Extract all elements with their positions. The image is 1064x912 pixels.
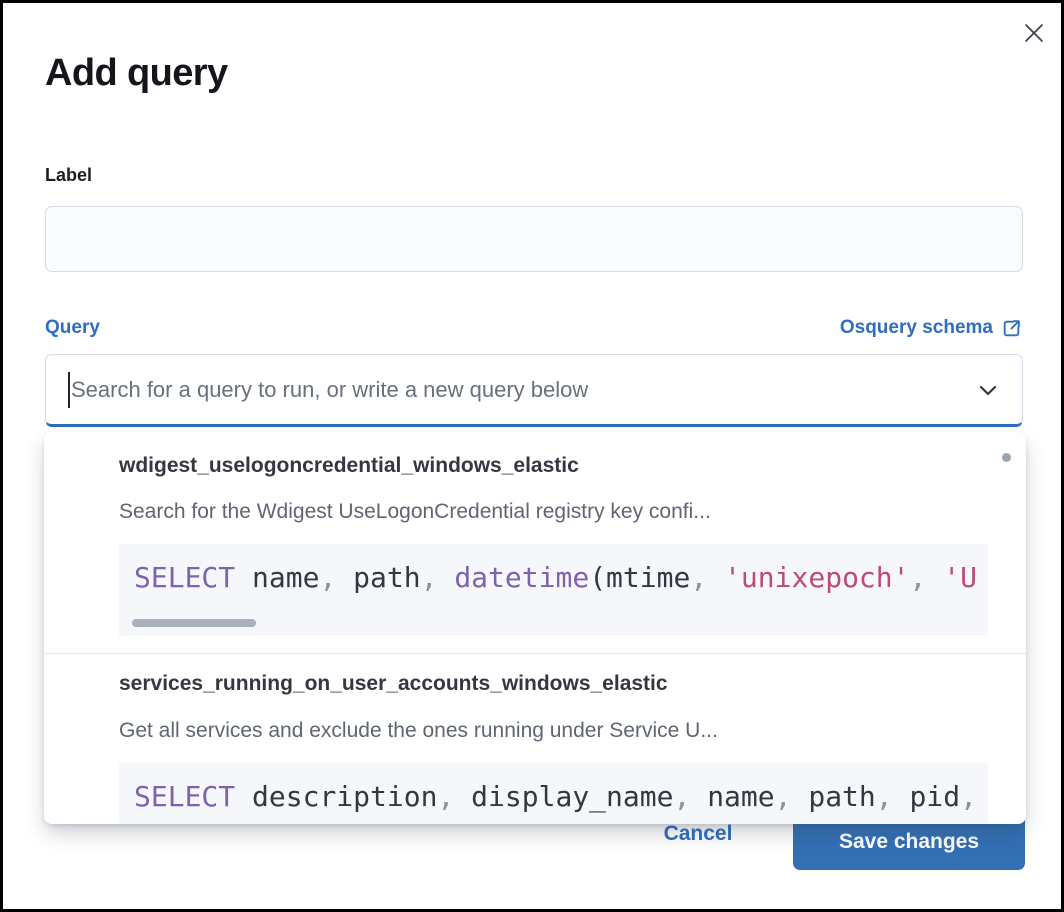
sql-preview-block: SELECT description, display_name, name, … bbox=[119, 763, 988, 824]
label-input[interactable] bbox=[45, 206, 1023, 272]
sql-code: SELECT description, display_name, name, … bbox=[134, 780, 977, 813]
query-option-services[interactable]: services_running_on_user_accounts_window… bbox=[44, 654, 1026, 824]
cancel-button[interactable]: Cancel bbox=[648, 822, 748, 846]
query-option-title: wdigest_uselogoncredential_windows_elast… bbox=[119, 454, 579, 477]
label-field-label: Label bbox=[45, 165, 93, 185]
chevron-down-icon[interactable] bbox=[976, 378, 1000, 402]
option-divider bbox=[44, 653, 1026, 654]
query-combobox[interactable]: Search for a query to run, or write a ne… bbox=[45, 354, 1023, 427]
osquery-schema-link[interactable]: Osquery schema bbox=[840, 315, 1022, 341]
query-field-label: Query bbox=[45, 317, 100, 338]
query-suggestions-dropdown: wdigest_uselogoncredential_windows_elast… bbox=[44, 432, 1026, 824]
sql-code: SELECT name, path, datetime(mtime, 'unix… bbox=[134, 561, 977, 594]
query-option-description: Get all services and exclude the ones ru… bbox=[119, 719, 718, 742]
osquery-schema-link-label: Osquery schema bbox=[839, 317, 993, 338]
query-option-description: Search for the Wdigest UseLogonCredentia… bbox=[119, 500, 711, 523]
query-combobox-placeholder: Search for a query to run, or write a ne… bbox=[71, 376, 589, 402]
sql-preview-block: SELECT name, path, datetime(mtime, 'unix… bbox=[119, 544, 988, 636]
close-icon bbox=[1025, 24, 1043, 42]
vertical-scrollbar-thumb[interactable] bbox=[1002, 453, 1011, 462]
horizontal-scrollbar-thumb[interactable] bbox=[132, 619, 256, 627]
query-option-title: services_running_on_user_accounts_window… bbox=[119, 672, 668, 695]
query-option-wdigest[interactable]: wdigest_uselogoncredential_windows_elast… bbox=[44, 432, 1026, 636]
text-cursor bbox=[68, 371, 70, 408]
close-button[interactable] bbox=[1019, 19, 1049, 49]
modal-title: Add query bbox=[45, 52, 228, 94]
external-link-icon bbox=[1003, 319, 1020, 336]
